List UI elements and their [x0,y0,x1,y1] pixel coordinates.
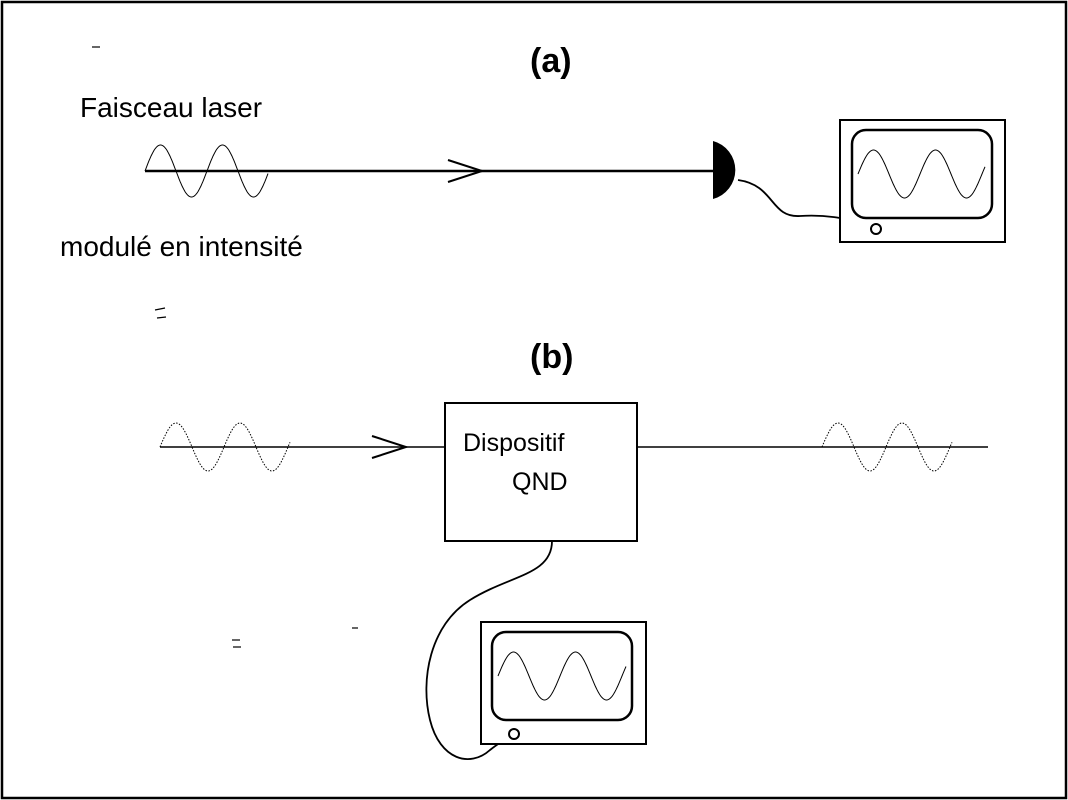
qnd-device-label-line2: QND [512,468,568,496]
oscilloscope-screen-a [850,128,994,220]
photodetector-icon [713,141,736,199]
qnd-cable [425,540,553,760]
panel-a: (a) Faisceau laser modulé en intensité [60,42,1006,262]
beam-arrowhead-b [371,435,410,459]
oscilloscope-trace-b [497,651,627,701]
qnd-device-box [444,402,638,542]
oscilloscope-icon-b [480,621,647,745]
oscilloscope-icon [839,119,1006,243]
panel-a-label: (a) [530,42,572,80]
modulation-wave-b-out [821,422,953,472]
qnd-device-label-line1: Dispositif [463,429,564,457]
panel-b-label: (b) [530,338,573,376]
oscilloscope-trace-a [857,149,986,199]
scan-specks [92,46,358,648]
beam-arrowhead-a [447,159,486,183]
beam-label-line2: modulé en intensité [60,231,303,262]
oscilloscope-knob-b [508,728,520,740]
modulation-wave-b-in [159,422,291,472]
panel-b: (b) Dispositif QND [159,338,988,760]
oscilloscope-screen-b [490,630,634,722]
beam-label-line1: Faisceau laser [80,92,262,123]
modulation-wave-a [144,144,269,198]
oscilloscope-knob-a [870,223,882,235]
